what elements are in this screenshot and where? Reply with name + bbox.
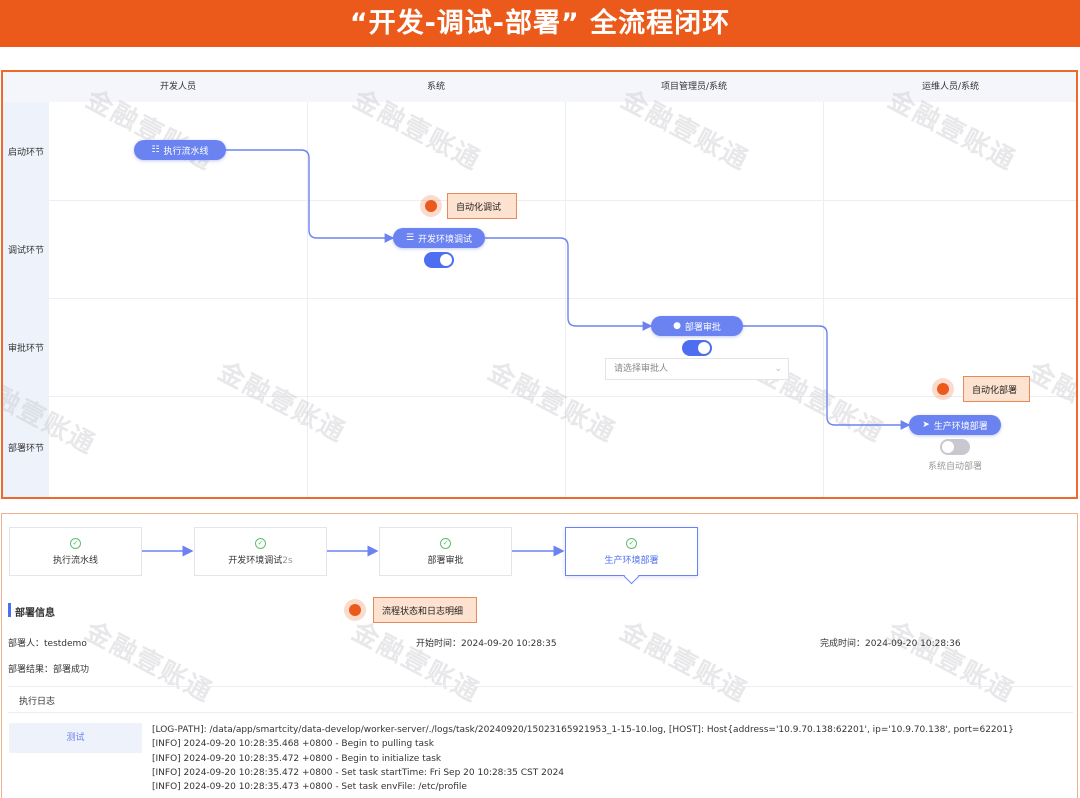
approval-toggle[interactable] bbox=[682, 340, 712, 356]
step-run-pipeline[interactable]: ✓ 执行流水线 bbox=[9, 527, 142, 576]
toggle-knob bbox=[942, 441, 954, 453]
node-prod-deploy[interactable]: ➤ 生产环境部署 bbox=[909, 415, 1001, 435]
watermark: 金融壹账通 bbox=[881, 616, 1020, 709]
toggle-knob bbox=[440, 254, 452, 266]
page-banner: “开发-调试-部署” 全流程闭环 bbox=[0, 0, 1080, 47]
node-label: 开发环境调试 bbox=[418, 234, 473, 245]
node-label: 部署审批 bbox=[684, 322, 721, 333]
deployer-label: 部署人： bbox=[8, 639, 45, 649]
log-tab-test[interactable]: 测试 bbox=[9, 723, 142, 753]
start-time-value: 2024-09-20 10:28:35 bbox=[461, 639, 557, 649]
node-approval[interactable]: ● 部署审批 bbox=[651, 316, 743, 336]
row-header-start: 启动环节 bbox=[3, 102, 49, 200]
step-prod-deploy[interactable]: ✓ 生产环境部署 bbox=[565, 527, 698, 576]
section-title: 部署信息 bbox=[15, 608, 55, 619]
pipeline-icon: ☷ bbox=[151, 145, 160, 155]
callout-dot bbox=[344, 599, 366, 621]
grid-divider bbox=[49, 200, 1076, 201]
log-line: [LOG-PATH]: /data/app/smartcity/data-dev… bbox=[152, 725, 1014, 735]
log-line: [INFO] 2024-09-20 10:28:35.468 +0800 - B… bbox=[152, 739, 434, 749]
node-dev-debug[interactable]: ☰ 开发环境调试 bbox=[393, 228, 485, 248]
check-icon: ✓ bbox=[70, 538, 81, 549]
step-label: 生产环境部署 bbox=[604, 556, 659, 566]
step-label: 部署审批 bbox=[427, 556, 464, 566]
result-value: 部署成功 bbox=[53, 665, 90, 675]
toggle-knob bbox=[698, 342, 710, 354]
deployer-value: testdemo bbox=[44, 639, 87, 649]
column-header-ops: 运维人员/系统 bbox=[823, 72, 1076, 102]
watermark: 金融壹账通 bbox=[79, 616, 218, 709]
auto-deploy-label: 系统自动部署 bbox=[928, 462, 983, 472]
grid-divider bbox=[565, 102, 566, 497]
row-header-approval: 审批环节 bbox=[3, 298, 49, 396]
approver-select[interactable]: 请选择审批人 ⌄ bbox=[605, 358, 789, 380]
swimlane-panel: 开发人员 系统 项目管理员/系统 运维人员/系统 启动环节 调试环节 审批环节 … bbox=[1, 70, 1078, 499]
column-header-developer: 开发人员 bbox=[49, 72, 307, 102]
node-label: 生产环境部署 bbox=[933, 421, 988, 432]
chevron-down-icon: ⌄ bbox=[774, 364, 782, 374]
check-icon: ✓ bbox=[255, 538, 266, 549]
check-icon: ✓ bbox=[440, 538, 451, 549]
grid-divider bbox=[49, 298, 1076, 299]
section-marker bbox=[8, 603, 11, 617]
callout-dot bbox=[932, 378, 954, 400]
watermark: 金融壹账通 bbox=[614, 616, 753, 709]
end-time-field: 完成时间：2024-09-20 10:28:36 bbox=[820, 636, 961, 649]
start-time-field: 开始时间：2024-09-20 10:28:35 bbox=[416, 636, 557, 649]
divider bbox=[8, 712, 1073, 713]
corner-cell bbox=[3, 72, 49, 102]
log-line: [INFO] 2024-09-20 10:28:35.472 +0800 - B… bbox=[152, 754, 442, 764]
end-time-value: 2024-09-20 10:28:36 bbox=[865, 639, 961, 649]
result-field: 部署结果：部署成功 bbox=[8, 662, 89, 675]
step-label: 开发环境调试 bbox=[228, 556, 283, 566]
end-time-label: 完成时间： bbox=[820, 639, 866, 649]
deployer-field: 部署人：testdemo bbox=[8, 636, 87, 649]
step-connectors bbox=[142, 545, 565, 557]
grid-divider bbox=[307, 102, 308, 497]
log-line: [INFO] 2024-09-20 10:28:35.473 +0800 - S… bbox=[152, 782, 467, 792]
callout-dot bbox=[420, 195, 442, 217]
sliders-icon: ☰ bbox=[405, 233, 415, 243]
grid-divider bbox=[49, 396, 1076, 397]
step-duration: 2s bbox=[282, 556, 293, 566]
column-header-pm: 项目管理员/系统 bbox=[565, 72, 823, 102]
start-time-label: 开始时间： bbox=[416, 639, 462, 649]
step-label: 执行流水线 bbox=[52, 556, 98, 566]
node-run-pipeline[interactable]: ☷ 执行流水线 bbox=[134, 140, 226, 160]
deploy-detail-panel: ✓ 执行流水线 ✓ 开发环境调试2s ✓ 部署审批 ✓ 生产环境部署 金融壹账通… bbox=[1, 513, 1078, 798]
callout-auto-debug: 自动化调试 bbox=[447, 193, 517, 219]
row-header-deploy: 部署环节 bbox=[3, 396, 49, 497]
check-icon: ✓ bbox=[626, 538, 637, 549]
flow-connectors bbox=[225, 149, 911, 430]
divider bbox=[8, 686, 1073, 687]
watermark: 金融壹账通 bbox=[346, 616, 485, 709]
step-dev-debug[interactable]: ✓ 开发环境调试2s bbox=[194, 527, 327, 576]
column-header-system: 系统 bbox=[307, 72, 565, 102]
approver-select-placeholder: 请选择审批人 bbox=[614, 364, 669, 374]
send-icon: ➤ bbox=[922, 420, 930, 430]
result-label: 部署结果： bbox=[8, 665, 54, 675]
prod-deploy-toggle[interactable] bbox=[940, 439, 970, 455]
grid-divider bbox=[823, 102, 824, 497]
user-icon: ● bbox=[673, 321, 681, 331]
log-line: [INFO] 2024-09-20 10:28:35.472 +0800 - S… bbox=[152, 768, 565, 778]
dev-debug-toggle[interactable] bbox=[424, 252, 454, 268]
node-label: 执行流水线 bbox=[163, 146, 209, 157]
log-title: 执行日志 bbox=[19, 697, 56, 707]
callout-auto-deploy: 自动化部署 bbox=[963, 376, 1030, 402]
step-approval[interactable]: ✓ 部署审批 bbox=[379, 527, 512, 576]
row-header-debug: 调试环节 bbox=[3, 200, 49, 298]
callout-process-status: 流程状态和日志明细 bbox=[373, 597, 477, 623]
